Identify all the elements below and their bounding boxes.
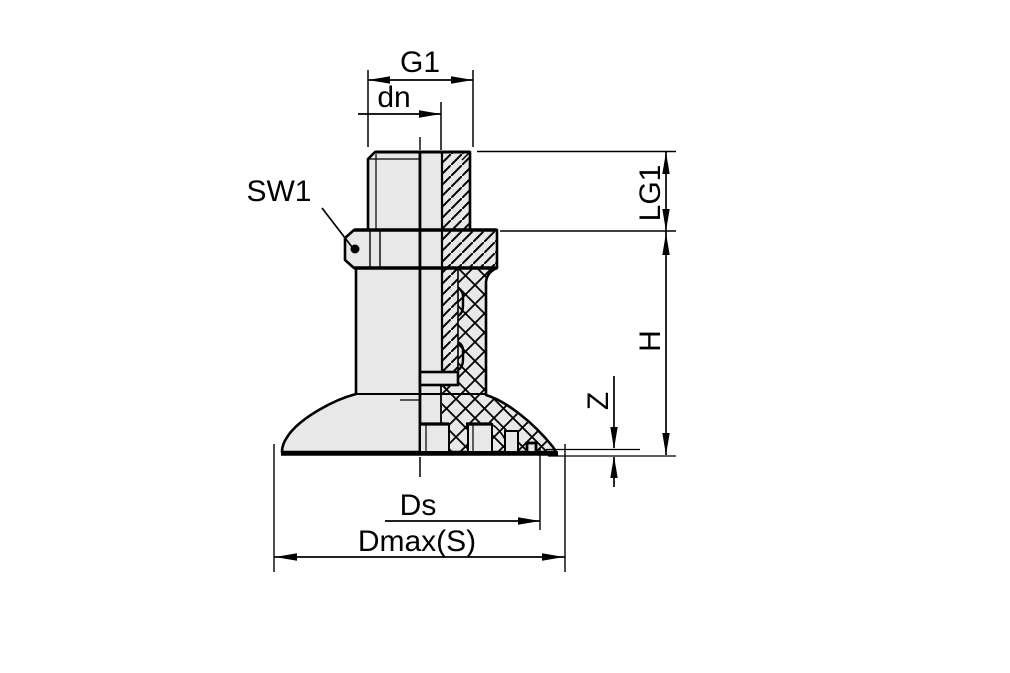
dimension-h: H — [634, 231, 670, 455]
nut-section-hatch — [441, 229, 498, 269]
sw1-leader-line — [321, 207, 353, 248]
washer-bar — [418, 370, 460, 387]
label-h: H — [634, 330, 667, 352]
dimension-g1: G1 — [367, 46, 474, 147]
label-sw1: SW1 — [246, 175, 311, 208]
thread-section-hatch — [441, 151, 471, 231]
rim-notch — [525, 441, 538, 454]
sw1-leader-dot — [350, 244, 360, 254]
label-lg1: LG1 — [634, 165, 667, 222]
callout-sw1: SW1 — [246, 175, 360, 254]
label-dmax: Dmax(S) — [358, 525, 476, 558]
rubber-crosshatch — [442, 268, 556, 452]
dimension-z: Z — [582, 376, 618, 487]
stem-section-hatch — [441, 267, 459, 373]
label-z: Z — [582, 392, 615, 410]
dimension-ds: Ds — [385, 448, 541, 530]
suction-cup-part — [280, 150, 676, 477]
dimension-lg1: LG1 — [477, 150, 676, 232]
stem-barbs — [457, 286, 465, 372]
dimension-dmax: Dmax(S) — [273, 444, 566, 572]
dimension-dn: dn — [358, 81, 442, 150]
label-ds: Ds — [400, 489, 437, 522]
label-dn: dn — [377, 81, 410, 114]
label-g1: G1 — [400, 46, 440, 79]
exterior-half-outline — [280, 150, 422, 454]
